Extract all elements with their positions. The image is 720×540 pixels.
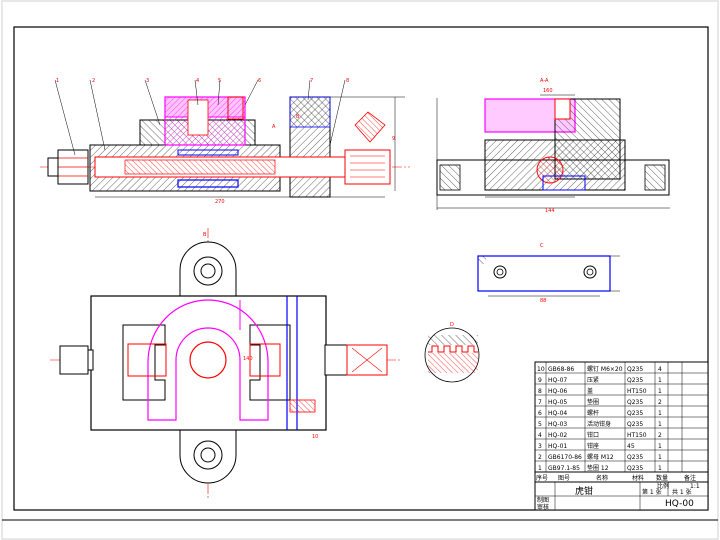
callout-7: 7 bbox=[310, 78, 313, 84]
scale-label: 比例 bbox=[657, 482, 669, 490]
row-name: 钳座 bbox=[587, 442, 599, 450]
aa-section-view: A-A 144 160 bbox=[436, 78, 670, 214]
callout-9: 9 bbox=[392, 136, 395, 142]
row-code: HQ-06 bbox=[548, 388, 567, 395]
row-code: HQ-01 bbox=[548, 443, 567, 450]
row-name: 螺钉 M6×20 bbox=[587, 365, 623, 373]
row-qty: 2 bbox=[658, 432, 662, 439]
parts-list-header: 序号 图号 名称 材料 数量 备注 bbox=[535, 474, 708, 483]
callout-10: 10 bbox=[312, 434, 318, 440]
row-no: 3 bbox=[538, 443, 542, 450]
row-name: 钳口 bbox=[587, 431, 599, 439]
drawing-title: 虎钳 bbox=[575, 485, 593, 497]
drawing-number: HQ-00 bbox=[665, 499, 694, 509]
mark-a-left: A bbox=[272, 124, 276, 130]
row-material: Q235 bbox=[627, 399, 643, 406]
row-qty: 1 bbox=[658, 410, 662, 417]
row-name: 活动钳身 bbox=[587, 420, 611, 428]
row-qty: 4 bbox=[658, 366, 662, 373]
aa-label: A-A bbox=[540, 78, 549, 84]
part-callouts: 1 2 3 4 5 6 7 8 9 10 270 A B bbox=[56, 78, 395, 440]
front-section-view bbox=[40, 79, 410, 198]
row-code: HQ-07 bbox=[548, 377, 567, 384]
sheet-label: 第 1 张 bbox=[642, 488, 662, 496]
drawn-label: 制图 bbox=[537, 496, 549, 504]
dim-front-total: 270 bbox=[215, 199, 225, 205]
d-label: D bbox=[450, 322, 454, 328]
header-name: 名称 bbox=[596, 474, 608, 482]
row-material: Q235 bbox=[627, 421, 643, 428]
row-qty: 2 bbox=[658, 399, 662, 406]
header-material: 材料 bbox=[632, 474, 644, 482]
sheets-label: 共 1 张 bbox=[672, 488, 692, 496]
row-code: GB68-86 bbox=[548, 366, 574, 373]
header-qty: 数量 bbox=[656, 474, 668, 482]
row-code: GB97.1-85 bbox=[548, 465, 580, 472]
callout-8: 8 bbox=[346, 78, 349, 84]
header-note: 备注 bbox=[684, 474, 696, 482]
callout-3: 3 bbox=[146, 78, 149, 84]
parts-list: 10 GB68-86 螺钉 M6×20 Q235 4 9 HQ-07 压紧 Q2… bbox=[535, 362, 708, 473]
row-material: Q235 bbox=[627, 377, 643, 384]
row-material: Q235 bbox=[627, 410, 643, 417]
row-name: 垫圈 bbox=[587, 398, 599, 406]
header-code: 图号 bbox=[558, 475, 570, 482]
row-name: 压紧 bbox=[587, 376, 599, 384]
row-no: 5 bbox=[538, 421, 542, 428]
c-label: C bbox=[540, 243, 544, 249]
row-no: 2 bbox=[538, 454, 542, 461]
detail-d-view: D bbox=[424, 322, 480, 383]
row-no: 6 bbox=[538, 410, 542, 417]
dim-aa-width: 144 bbox=[545, 208, 555, 214]
row-no: 10 bbox=[537, 366, 545, 373]
row-name: 螺杆 bbox=[587, 409, 599, 417]
dim-aa-top: 160 bbox=[543, 88, 553, 94]
detail-c-view: C 88 bbox=[477, 243, 620, 304]
row-material: Q235 bbox=[627, 454, 643, 461]
mark-b-left: B bbox=[296, 114, 300, 120]
header-no: 序号 bbox=[536, 474, 548, 482]
row-code: HQ-02 bbox=[548, 432, 567, 439]
row-no: 7 bbox=[538, 399, 542, 406]
checked-label: 审核 bbox=[537, 503, 549, 511]
row-material: Q235 bbox=[627, 366, 643, 373]
row-name: 垫圈 12 bbox=[587, 464, 609, 472]
row-code: GB6170-86 bbox=[548, 454, 582, 461]
top-view: B 140 bbox=[50, 228, 400, 500]
row-code: HQ-05 bbox=[548, 399, 567, 406]
title-block: 10 GB68-86 螺钉 M6×20 Q235 4 9 HQ-07 压紧 Q2… bbox=[534, 361, 709, 511]
row-no: 4 bbox=[538, 432, 542, 439]
row-qty: 1 bbox=[658, 421, 662, 428]
callout-5: 5 bbox=[218, 78, 221, 84]
row-no: 8 bbox=[538, 388, 542, 395]
callout-2: 2 bbox=[92, 78, 95, 84]
dim-detail-len: 88 bbox=[540, 298, 546, 304]
row-code: HQ-03 bbox=[548, 421, 567, 428]
drawing-info: 虎钳 比例 1:1 第 1 张 共 1 张 制图 审核 HQ-00 bbox=[535, 482, 708, 511]
row-material: 45 bbox=[627, 443, 635, 450]
row-qty: 1 bbox=[658, 377, 662, 384]
row-name: 螺母 M12 bbox=[587, 453, 614, 461]
row-name: 盖 bbox=[587, 387, 593, 395]
mark-b-top: B bbox=[203, 232, 207, 238]
row-no: 9 bbox=[538, 377, 542, 384]
row-no: 1 bbox=[538, 465, 542, 472]
callout-4: 4 bbox=[196, 78, 199, 84]
callout-1: 1 bbox=[56, 78, 59, 84]
row-qty: 1 bbox=[658, 465, 662, 472]
row-material: HT150 bbox=[627, 432, 647, 439]
dim-top-width: 140 bbox=[243, 356, 253, 362]
row-qty: 1 bbox=[658, 454, 662, 461]
row-code: HQ-04 bbox=[548, 410, 567, 417]
scale-value: 1:1 bbox=[690, 483, 700, 490]
row-qty: 1 bbox=[658, 443, 662, 450]
callout-6: 6 bbox=[258, 78, 261, 84]
drawing-border bbox=[13, 26, 709, 511]
row-material: Q235 bbox=[627, 465, 643, 472]
row-material: HT150 bbox=[627, 388, 647, 395]
row-qty: 1 bbox=[658, 388, 662, 395]
